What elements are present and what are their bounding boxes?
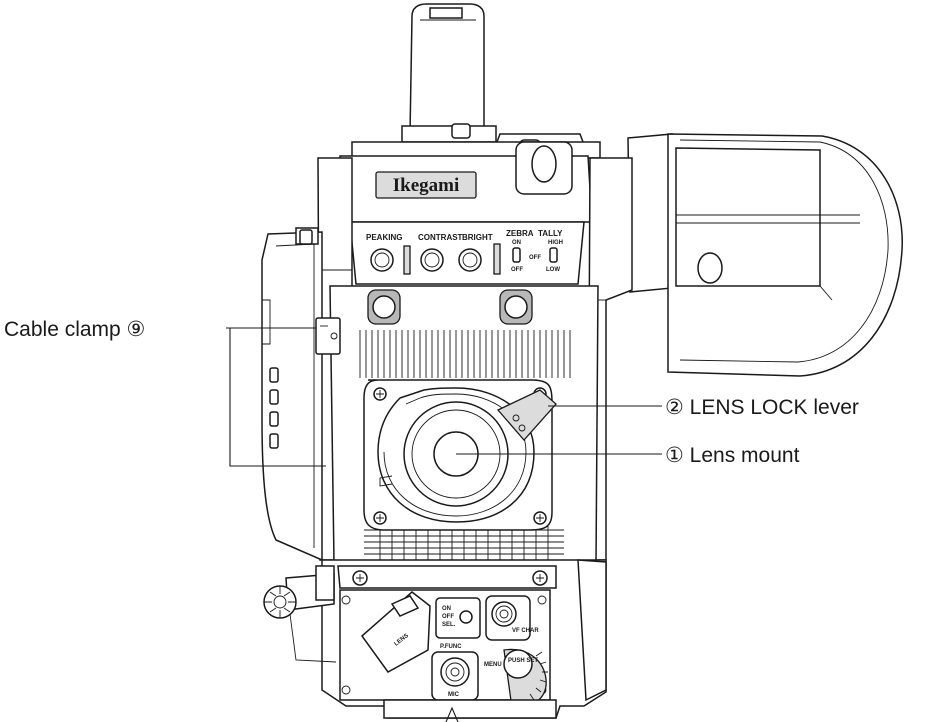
brand-logo: Ikegami [393, 175, 460, 196]
zebra-switch[interactable] [512, 247, 521, 263]
tally-high-label: HIGH [548, 240, 563, 246]
tally-low-label: LOW [546, 267, 560, 273]
zebra-on-label: ON [512, 240, 521, 246]
heat-sink-upper [359, 330, 571, 378]
mic-connector[interactable] [440, 657, 470, 687]
contrast-knob[interactable] [420, 248, 444, 272]
lens-mount[interactable] [377, 387, 535, 523]
pfunc-label: P.FUNC [440, 644, 462, 650]
mic-label: MIC [448, 692, 460, 698]
lens-connector-cover[interactable]: LENS [360, 591, 431, 673]
viewfinder [627, 133, 903, 377]
tally-off-label: OFF [529, 255, 541, 261]
front-panel: LENS ON OFF SEL. VF CHAR P.FUNC MIC MENU [321, 559, 607, 722]
peaking-slot [403, 245, 411, 275]
label-tally: TALLY [538, 229, 563, 238]
callout-lens-lock-lever: ② LENS LOCK lever [665, 396, 859, 419]
top-bolts [367, 289, 533, 325]
vf-char-label: VF CHAR [512, 628, 539, 634]
callout-cable-clamp: Cable clamp ⑨ [4, 318, 145, 341]
bright-knob[interactable] [458, 248, 482, 272]
side-buttons [269, 367, 279, 449]
menu-label: MENU [484, 662, 502, 668]
leader-lines [226, 327, 662, 467]
label-bright: BRIGHT [462, 233, 493, 242]
menu-jog-dial[interactable] [503, 648, 548, 709]
label-contrast: CONTRAST [418, 233, 463, 242]
sel-label: SEL. [442, 622, 456, 628]
push-set-label: PUSH SET [508, 658, 538, 664]
onoff-sel-switch[interactable] [459, 610, 473, 624]
vf-char-knob[interactable] [491, 601, 517, 627]
cable-clamp[interactable] [315, 317, 341, 355]
zebra-off-label: OFF [511, 267, 523, 273]
onoff-switch-panel [435, 597, 481, 639]
side-knob[interactable] [263, 565, 337, 663]
leader-cable-clamp-bracket [229, 328, 326, 467]
on-label: ON [442, 606, 451, 612]
lens-lock-lever[interactable] [496, 389, 557, 441]
label-peaking: PEAKING [366, 233, 402, 242]
viewfinder-control-box: Ikegami PEAKING CONTRAST BRIGHT ZEBRA TA… [335, 141, 593, 285]
peaking-knob[interactable] [370, 248, 394, 272]
off-label: OFF [442, 614, 454, 620]
bright-slot [493, 243, 501, 275]
tally-switch[interactable] [549, 247, 558, 263]
callout-lens-mount: ① Lens mount [665, 444, 800, 467]
brand-plate [375, 171, 477, 199]
label-zebra: ZEBRA [506, 229, 534, 238]
carry-handle [351, 3, 601, 159]
